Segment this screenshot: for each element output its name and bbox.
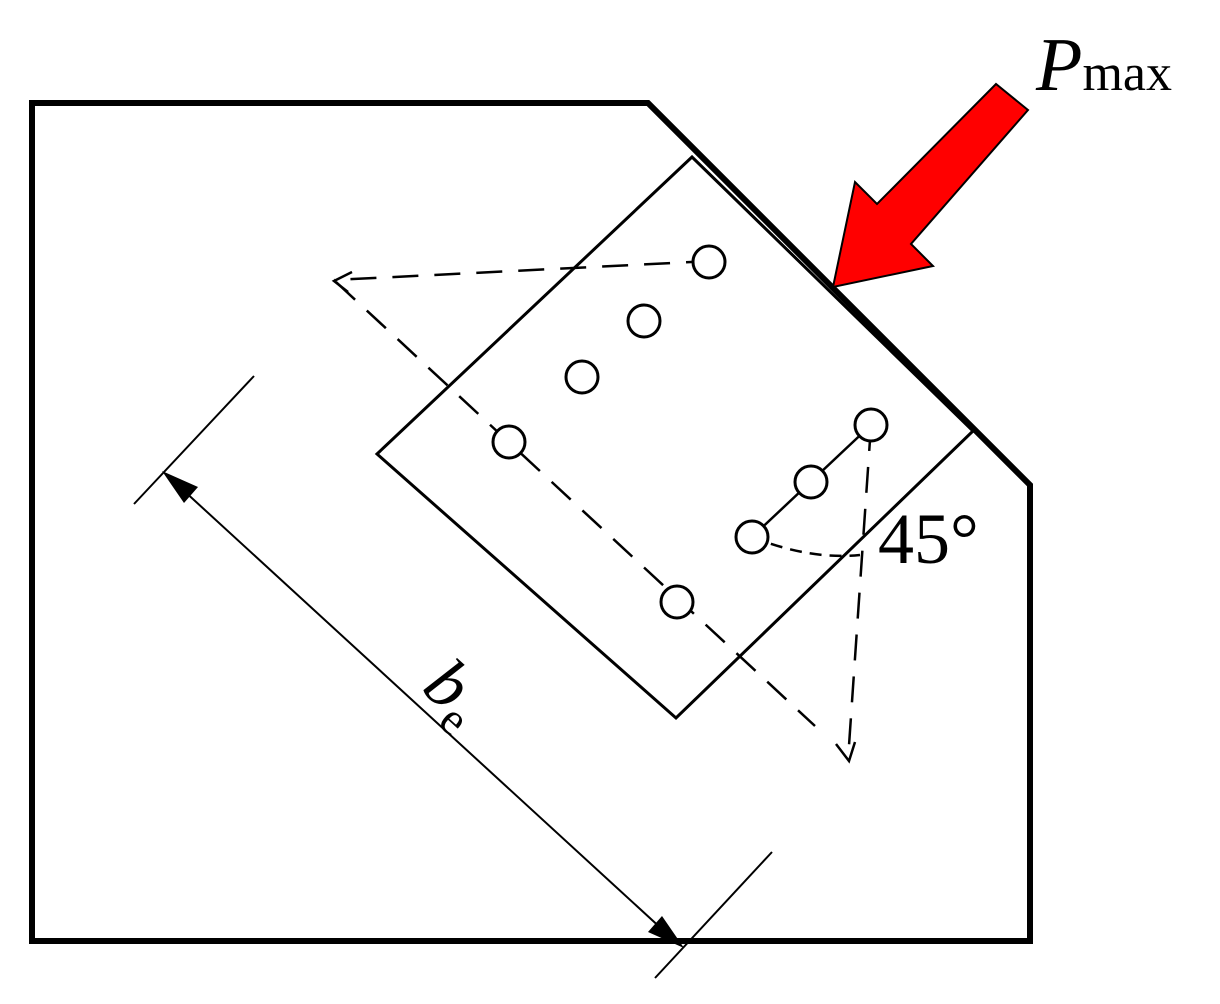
bolt-hole — [793, 464, 829, 500]
dimension-extension-line-bottom — [654, 851, 773, 979]
dispersion-dashed-lines — [333, 259, 873, 761]
dimension-arrowhead-bottom — [648, 916, 684, 948]
load-label: Pmax — [1035, 23, 1172, 107]
dimension-arrowhead-top — [162, 471, 198, 503]
bottom-dashed-arrowhead — [835, 741, 857, 764]
dimension-extension-line-top — [133, 375, 255, 505]
bolt-hole — [564, 359, 600, 395]
width-dimension — [133, 375, 773, 979]
right-vertical-dashed-line — [846, 424, 873, 761]
bolt-hole — [659, 584, 695, 620]
bolt-hole — [626, 303, 662, 339]
load-arrow — [831, 82, 1030, 289]
dimension-line — [169, 477, 677, 943]
bolt-hole — [853, 407, 889, 443]
bolt-hole — [491, 424, 527, 460]
bolt-hole — [734, 519, 770, 555]
left-diagonal-dashed-line — [335, 281, 816, 727]
bolt-hole — [691, 244, 727, 280]
outer-plate-outline — [29, 100, 1033, 944]
angle-label: 45° — [878, 499, 979, 579]
top-dashed-line — [333, 259, 713, 282]
bolt-holes — [491, 244, 889, 620]
width-label: be — [404, 645, 502, 745]
inner-plate-outline — [374, 154, 976, 721]
left-dashed-arrowhead — [331, 270, 353, 293]
